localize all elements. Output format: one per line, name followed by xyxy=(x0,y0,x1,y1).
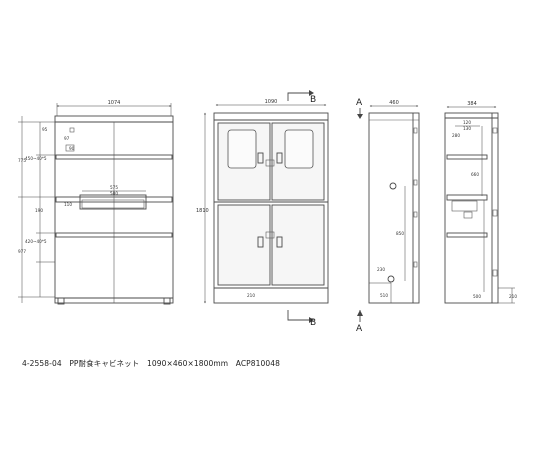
side-dim-label: 510 xyxy=(380,293,388,298)
section-dim-label: 210 xyxy=(509,294,517,299)
door-front-view: 1090 B 1810 210 B xyxy=(196,90,329,328)
side-view: A 460 850 230 510 A xyxy=(356,98,420,334)
section-b-top: B xyxy=(310,95,316,105)
product-caption: 4-2558-04 PP耐食キャビネット 1090×460×1800mm ACP… xyxy=(22,359,281,368)
door-height-label: 1810 xyxy=(196,208,209,214)
front-width-label: 1074 xyxy=(108,100,121,106)
section-dim-label: 130 xyxy=(463,126,471,131)
section-b-bottom: B xyxy=(310,318,316,328)
section-dim-label: 120 xyxy=(463,120,471,125)
section-dim-label: 280 xyxy=(452,133,460,138)
dim-label: 97 xyxy=(64,136,70,141)
section-dim-label: 660 xyxy=(471,172,479,177)
dim-label: 90 xyxy=(69,146,75,151)
section-a-bottom: A xyxy=(356,324,363,334)
dim-label: 775 xyxy=(18,158,26,163)
dim-label: 580 xyxy=(110,191,118,196)
dim-label: 977 xyxy=(18,249,26,254)
section-dim-label: 500 xyxy=(473,294,481,299)
dim-label: 450~40*5 xyxy=(25,156,47,161)
section-a-top: A xyxy=(356,98,363,108)
side-width-label: 460 xyxy=(389,100,399,106)
dim-label: 575 xyxy=(110,185,118,190)
front-section-view: 1074 95 775 450~40*5 97 90 5 xyxy=(18,100,174,305)
dim-label: 420~40*5 xyxy=(25,239,47,244)
dim-label: 110 xyxy=(64,202,72,207)
dim-label: 95 xyxy=(42,127,48,132)
section-view: 384 120 130 280 660 500 210 xyxy=(444,101,517,304)
door-width-label: 1090 xyxy=(265,99,278,105)
dim-label: 190 xyxy=(35,208,43,213)
door-base-label: 210 xyxy=(247,293,255,298)
section-width-label: 384 xyxy=(467,101,477,107)
side-dim-label: 230 xyxy=(377,267,385,272)
side-dim-label: 850 xyxy=(396,231,404,236)
